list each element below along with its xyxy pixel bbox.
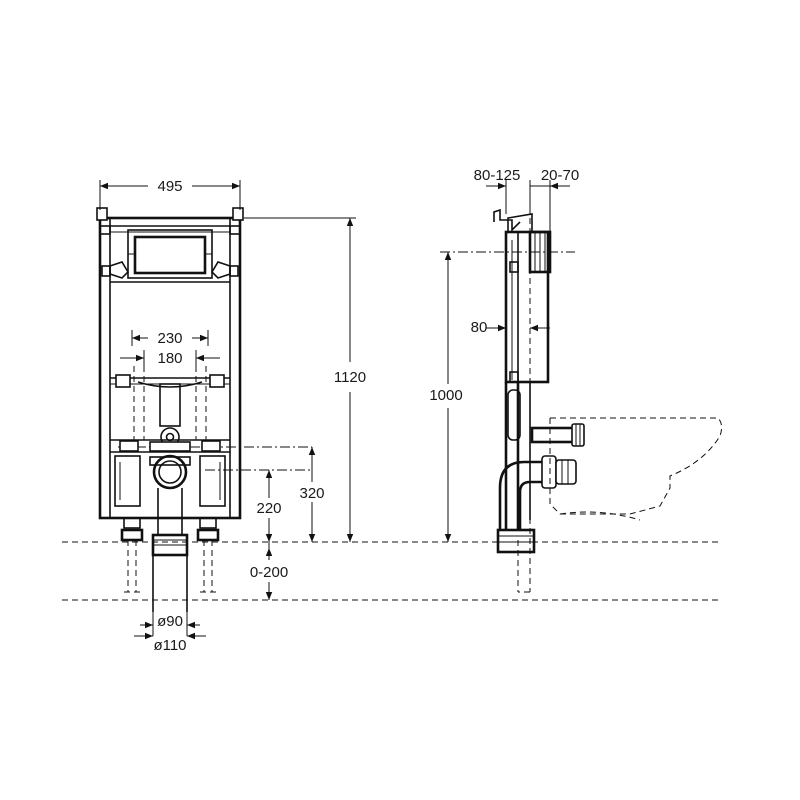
toilet-bowl-outline (549, 417, 723, 515)
left-foot (120, 528, 144, 542)
flush-plate (133, 235, 207, 275)
top-right-bracket (232, 207, 244, 221)
side-dimensions: 80-125 20-70 1000 80 (429, 167, 579, 542)
label-front-connection-height: 320 (299, 485, 324, 502)
label-drain-center-height: 220 (256, 500, 281, 517)
right-foot (196, 528, 220, 542)
cistern-body (504, 230, 550, 384)
label-frame-width: 495 (157, 178, 182, 195)
label-adjustable-leg-range: 0-200 (250, 564, 288, 581)
front-dimensions: 495 230 180 1120 320 220 0-200 (99, 178, 366, 654)
label-wall-depth-range: 80-125 (474, 167, 521, 184)
front-view-frame (96, 207, 244, 612)
label-flush-plate-offset-range: 20-70 (541, 167, 579, 184)
label-outlet-spacing-outer: 230 (157, 330, 182, 347)
label-frame-depth: 80 (471, 319, 488, 336)
left-bolt-block (115, 374, 131, 388)
label-frame-height: 1120 (334, 369, 366, 386)
frame-outline (98, 216, 242, 520)
top-left-bracket (96, 207, 108, 221)
side-view (493, 208, 723, 593)
label-outlet-spacing-inner: 180 (157, 350, 182, 367)
label-side-height: 1000 (429, 387, 462, 404)
left-plate-bracket (109, 261, 130, 279)
wall-bracket (493, 208, 521, 232)
label-drain-diameter-inner: ø90 (157, 613, 183, 630)
flush-connection (530, 426, 576, 444)
flush-pipe (159, 383, 181, 427)
drain-bend (152, 454, 188, 490)
label-drain-diameter-outer: ø110 (153, 637, 186, 654)
right-plate-bracket (210, 261, 231, 279)
side-drain-collar (496, 528, 536, 554)
drain-bend-side (498, 460, 545, 530)
right-bolt-block (209, 374, 225, 388)
